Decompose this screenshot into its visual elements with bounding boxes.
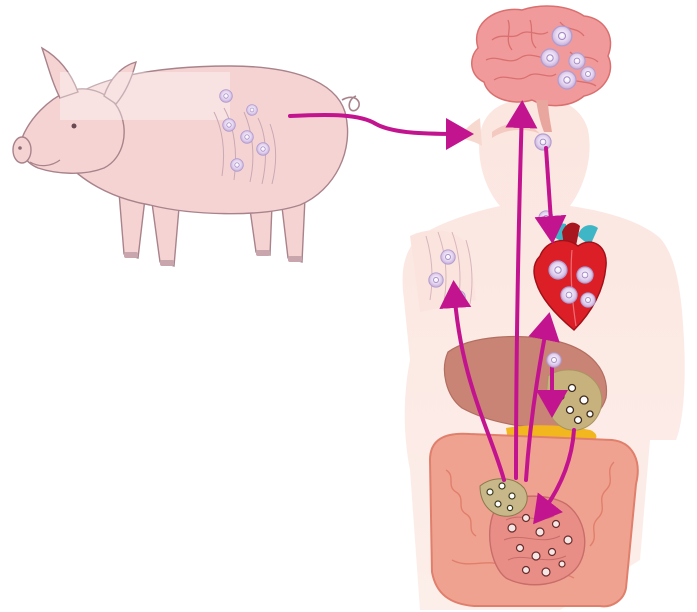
- pig-icon: [13, 48, 359, 266]
- pig-tail: [342, 96, 359, 111]
- intestine-icon: [430, 434, 638, 607]
- neck-cyst: [535, 134, 551, 150]
- pig-highlight-region: [60, 72, 230, 120]
- pig-hooves: [124, 250, 302, 266]
- pig-eye: [72, 124, 77, 129]
- liver-cyst: [547, 353, 561, 367]
